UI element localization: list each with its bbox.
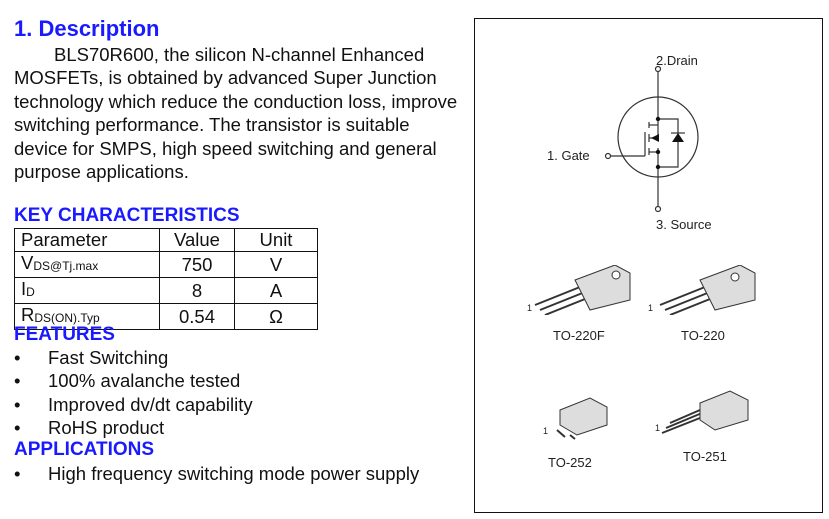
package-label-to220f: TO-220F <box>553 328 605 343</box>
value: 0.54 <box>159 303 235 330</box>
features-list: •Fast Switching •100% avalanche tested •… <box>14 346 253 439</box>
value: 8 <box>159 277 235 304</box>
package-label-to252: TO-252 <box>548 455 592 470</box>
item-text: High frequency switching mode power supp… <box>48 463 420 484</box>
list-item: •100% avalanche tested <box>14 370 241 392</box>
description-body: BLS70R600, the silicon N-channel Enhance… <box>14 44 458 183</box>
item-text: 100% avalanche tested <box>48 370 241 392</box>
features-heading: FEATURES <box>14 324 115 345</box>
pin1-label: 1 <box>655 423 661 433</box>
param: R <box>21 304 35 325</box>
param: V <box>21 252 34 273</box>
item-text: Fast Switching <box>48 347 169 368</box>
unit: V <box>234 251 318 278</box>
param-sub: D <box>26 285 35 299</box>
description-heading: 1. Description <box>14 16 160 41</box>
to-220f-package-icon <box>534 265 631 315</box>
list-item: •RoHS product <box>14 416 165 438</box>
diagram-box <box>474 18 823 513</box>
param-sub: DS@Tj.max <box>33 259 99 273</box>
list-item: •Improved dv/dt capability <box>14 393 253 415</box>
mosfet-symbol <box>604 65 699 213</box>
to-220-package-icon <box>659 265 756 315</box>
list-item: •High frequency switching mode power sup… <box>14 463 420 484</box>
value: 750 <box>159 251 235 278</box>
param-cell: ID <box>14 277 160 304</box>
package-label-to251: TO-251 <box>683 449 727 464</box>
header-unit: Unit <box>234 228 318 252</box>
list-item: •Fast Switching <box>14 347 169 368</box>
param-cell: VDS@Tj.max <box>14 251 160 278</box>
pin1-label: 1 <box>527 303 533 313</box>
source-label: 3. Source <box>656 217 712 232</box>
key-characteristics-heading: KEY CHARACTERISTICS <box>14 205 240 226</box>
applications-heading: APPLICATIONS <box>14 439 155 460</box>
gate-label: 1. Gate <box>547 148 590 163</box>
unit: Ω <box>234 303 318 330</box>
item-text: Improved dv/dt capability <box>48 393 253 415</box>
header-parameter: Parameter <box>14 228 160 252</box>
unit: A <box>234 277 318 304</box>
pin1-label: 1 <box>648 303 654 313</box>
to-252-package-icon <box>556 397 608 440</box>
applications-list: •High frequency switching mode power sup… <box>14 462 419 485</box>
drain-label: 2.Drain <box>656 53 698 68</box>
to-251-package-icon <box>661 390 749 434</box>
param: I <box>21 278 27 299</box>
param-cell: RDS(ON).Typ <box>14 303 160 330</box>
pin1-label: 1 <box>543 426 549 436</box>
header-value: Value <box>159 228 235 252</box>
description-text: BLS70R600, the silicon N-channel Enhance… <box>14 43 464 183</box>
package-label-to220: TO-220 <box>681 328 725 343</box>
item-text: RoHS product <box>48 416 165 438</box>
param-sub: DS(ON).Typ <box>34 311 100 325</box>
